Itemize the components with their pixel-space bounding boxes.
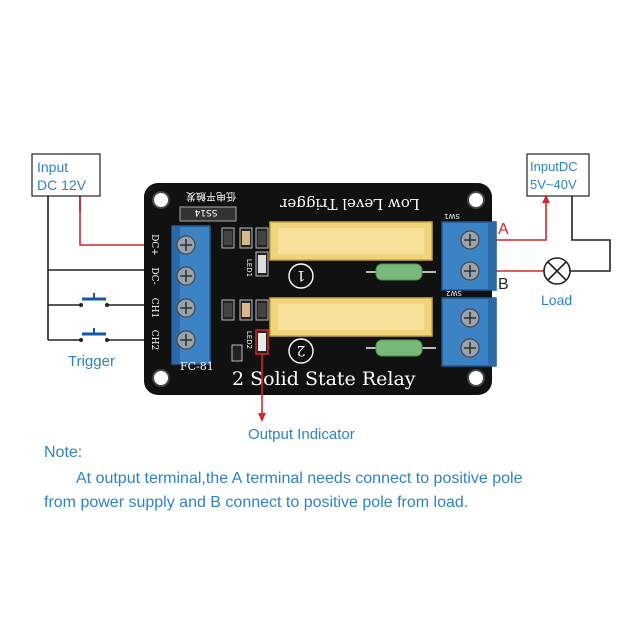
mount-hole bbox=[152, 191, 170, 209]
output-terminal-block-2 bbox=[441, 297, 497, 367]
screw-output-a bbox=[460, 230, 480, 250]
load-label: Load bbox=[541, 292, 572, 308]
led1-label: LED1 bbox=[245, 259, 253, 277]
screw-output-2a bbox=[460, 308, 480, 328]
note-line-2: from power supply and B connect to posit… bbox=[44, 494, 469, 511]
terminal-b-label: B bbox=[498, 276, 509, 293]
pin-label-dc-plus: DC+ bbox=[149, 234, 159, 256]
ss14-component bbox=[179, 206, 237, 222]
input-dc-load-box: InputDC 5V~40V bbox=[526, 153, 590, 197]
mount-hole bbox=[467, 369, 485, 387]
pin-label-ch1: CH1 bbox=[149, 298, 159, 318]
load-wiring bbox=[570, 196, 611, 272]
led2-label: LED2 bbox=[245, 331, 253, 349]
chinese-silkscreen-text: 低电平触发 bbox=[186, 190, 236, 203]
screw-output-b bbox=[460, 261, 480, 281]
screw-ch2 bbox=[176, 330, 196, 350]
pin-label-dc-minus: DC- bbox=[149, 267, 159, 284]
input-dc12-line1: Input bbox=[37, 159, 68, 175]
trigger-wiring bbox=[47, 196, 160, 341]
smd-components bbox=[221, 227, 269, 362]
mount-hole bbox=[152, 369, 170, 387]
input-dc-load-line2: 5V~40V bbox=[530, 177, 577, 192]
screw-dc-plus bbox=[176, 235, 196, 255]
pin-block-label: FC-81 bbox=[180, 360, 214, 373]
screw-ch1 bbox=[176, 298, 196, 318]
pin-label-ch2: CH2 bbox=[149, 330, 159, 350]
relay-2 bbox=[269, 297, 433, 337]
output-indicator-arrow bbox=[258, 354, 266, 422]
mount-hole bbox=[467, 191, 485, 209]
relay-board: Low Level Trigger 低电平触发 SS14 bbox=[144, 183, 497, 395]
trigger-button-ch2 bbox=[79, 328, 109, 342]
ss14-label: SS14 bbox=[194, 207, 217, 217]
output-indicator-label: Output Indicator bbox=[248, 426, 355, 443]
sw2-label: SW2 bbox=[446, 289, 462, 297]
terminal-a-label: A bbox=[498, 221, 509, 238]
fuse-2 bbox=[366, 339, 436, 357]
board-title: 2 Solid State Relay bbox=[232, 368, 416, 390]
relay-number-2: 2 bbox=[288, 338, 314, 364]
fuse-1 bbox=[366, 263, 436, 281]
input-dc-load-line1: InputDC bbox=[530, 159, 578, 174]
trigger-button-ch1 bbox=[79, 293, 109, 307]
screw-output-2b bbox=[460, 338, 480, 358]
load-lamp-icon bbox=[543, 257, 571, 285]
svg-text:2: 2 bbox=[297, 342, 306, 358]
relay-number-1: 1 bbox=[288, 263, 314, 289]
low-level-trigger-text: Low Level Trigger bbox=[279, 195, 419, 213]
input-terminal-block bbox=[171, 225, 211, 365]
note-title: Note: bbox=[44, 444, 83, 461]
output-terminal-block-1 bbox=[441, 221, 497, 291]
relay-1 bbox=[269, 221, 433, 261]
input-dc12-box: Input DC 12V bbox=[31, 153, 101, 197]
svg-text:1: 1 bbox=[297, 267, 306, 283]
led1-indicator bbox=[255, 329, 269, 355]
trigger-label: Trigger bbox=[68, 353, 115, 370]
screw-dc-minus bbox=[176, 266, 196, 286]
note-line-1: At output terminal,the A terminal needs … bbox=[76, 470, 523, 487]
input-dc12-line2: DC 12V bbox=[37, 177, 87, 193]
sw1-label: SW1 bbox=[444, 212, 460, 220]
